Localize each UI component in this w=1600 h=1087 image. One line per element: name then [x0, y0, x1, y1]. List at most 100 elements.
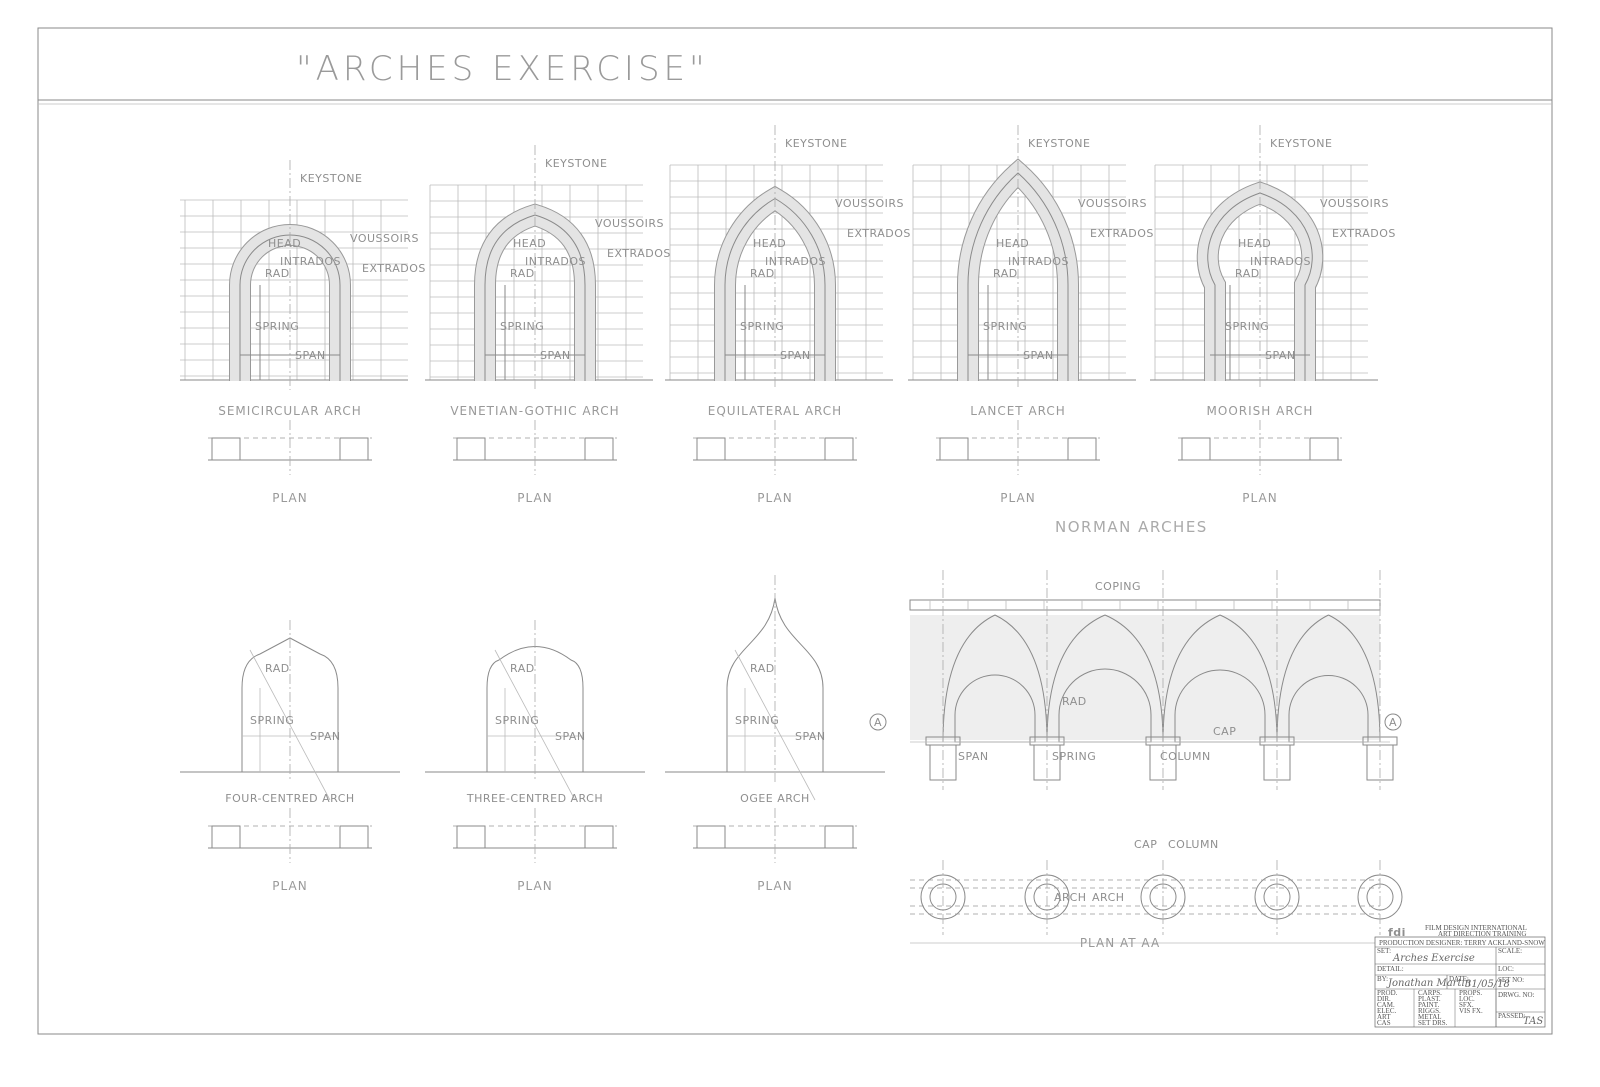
sheet-border — [37, 27, 1553, 1035]
span-label: SPAN — [1265, 349, 1296, 362]
company-subtitle: ART DIRECTION TRAINING — [1438, 930, 1526, 938]
plan-wall-left — [211, 825, 241, 849]
plan-label: PLAN — [1242, 491, 1277, 505]
span-label: SPAN — [795, 730, 826, 743]
spring-label: SPRING — [735, 714, 779, 727]
crew-col2-5: SET DRS. — [1418, 1019, 1448, 1027]
rad-label: RAD — [510, 662, 535, 675]
spring-label: SPRING — [740, 320, 784, 333]
rad-label: RAD — [1062, 695, 1087, 708]
plan-label: PLAN — [272, 879, 307, 893]
arch-lancet: KEYSTONEVOUSSOIRSEXTRADOSHEADINTRADOSRAD… — [908, 125, 1154, 505]
crew-col3-1: LOC. — [1459, 995, 1475, 1003]
spring-label: SPRING — [983, 320, 1027, 333]
extrados-label: EXTRADOS — [1090, 227, 1154, 240]
crew-col3-2: SFX. — [1459, 1001, 1474, 1009]
arch-name-label: FOUR-CENTRED ARCH — [225, 792, 354, 805]
by-value: Jonathan Martin — [1386, 978, 1471, 989]
crew-col1-3: ELEC. — [1377, 1007, 1396, 1015]
plan-wall-left — [696, 825, 726, 849]
passed-value: TAS — [1523, 1016, 1543, 1027]
section-a-label-right: A — [1389, 716, 1397, 729]
span-label: SPAN — [540, 349, 571, 362]
arch-name-label: EQUILATERAL ARCH — [708, 404, 842, 418]
column-label: COLUMN — [1160, 750, 1211, 763]
crew-col1-1: DIR. — [1377, 995, 1391, 1003]
drawing-title: "ARCHES EXERCISE" — [296, 49, 709, 89]
spring-label: SPRING — [250, 714, 294, 727]
date-label: DATE: — [1449, 975, 1469, 983]
span-label: SPAN — [310, 730, 341, 743]
rib — [1104, 614, 1164, 743]
arch-round: KEYSTONEVOUSSOIRSEXTRADOSHEADINTRADOSRAD… — [180, 160, 425, 505]
arch-name-label: SEMICIRCULAR ARCH — [218, 404, 362, 418]
construction-line — [734, 649, 816, 801]
drwg-no-label: DRWG. NO: — [1498, 991, 1535, 999]
stippled-spandrel — [910, 615, 1380, 740]
head-label: HEAD — [513, 237, 546, 250]
construction-line — [494, 649, 576, 801]
keystone-label: KEYSTONE — [300, 172, 362, 185]
span-label: SPAN — [555, 730, 586, 743]
plan-label: PLAN — [1000, 491, 1035, 505]
section-a-label-left: A — [874, 716, 882, 729]
plan-column-label: COLUMN — [1168, 838, 1219, 851]
rad-label: RAD — [750, 267, 775, 280]
keystone-label: KEYSTONE — [1028, 137, 1090, 150]
arch-opening — [954, 674, 1036, 743]
keystone-label: KEYSTONE — [1270, 137, 1332, 150]
crew-col1-4: ART — [1377, 1013, 1391, 1021]
plan-wall-right — [824, 437, 854, 461]
arch-venetian: KEYSTONEVOUSSOIRSEXTRADOSHEADINTRADOSRAD… — [425, 145, 670, 505]
voussoirs-label: VOUSSOIRS — [835, 197, 904, 210]
arch-name-label: VENETIAN-GOTHIC ARCH — [450, 404, 619, 418]
span-label: SPAN — [958, 750, 989, 763]
rad-label: RAD — [265, 267, 290, 280]
set-label: SET: — [1377, 947, 1391, 955]
set-no-label: SET NO: — [1498, 976, 1524, 984]
company-name: FILM DESIGN INTERNATIONAL — [1425, 924, 1527, 932]
rad-label: RAD — [1235, 267, 1260, 280]
rib — [1276, 614, 1329, 743]
extrados-label: EXTRADOS — [847, 227, 911, 240]
head-label: HEAD — [1238, 237, 1271, 250]
intrados-label: INTRADOS — [1250, 255, 1311, 268]
voussoirs-label: VOUSSOIRS — [595, 217, 664, 230]
plan-label: PLAN — [757, 879, 792, 893]
crew-col2-4: METAL — [1418, 1013, 1442, 1021]
section-marker-a-right — [1384, 713, 1402, 731]
rib — [1046, 614, 1106, 743]
rad-label: RAD — [265, 662, 290, 675]
plan-wall-right — [1067, 437, 1097, 461]
span-label: SPAN — [295, 349, 326, 362]
crew-col3-0: PROPS. — [1459, 989, 1482, 997]
crew-col1-0: PROD. — [1377, 989, 1398, 997]
voussoirs-label: VOUSSOIRS — [1078, 197, 1147, 210]
by-label: BY: — [1377, 975, 1388, 983]
plan-wall-right — [824, 825, 854, 849]
scale-label: SCALE: — [1498, 947, 1522, 955]
rad-label: RAD — [510, 267, 535, 280]
detail-label: DETAIL: — [1377, 965, 1404, 973]
head-label: HEAD — [996, 237, 1029, 250]
plan-cap-label: CAP — [1134, 838, 1157, 851]
rib — [994, 614, 1048, 743]
plan-wall-left — [456, 437, 486, 461]
coping — [909, 599, 1381, 611]
extrados-label: EXTRADOS — [1332, 227, 1396, 240]
passed-label: PASSED: — [1498, 1012, 1525, 1020]
spring-label: SPRING — [1052, 750, 1096, 763]
intrados-label: INTRADOS — [765, 255, 826, 268]
voussoirs-label: VOUSSOIRS — [1320, 197, 1389, 210]
loc-label: LOC: — [1498, 965, 1514, 973]
plan-wall-left — [696, 437, 726, 461]
arch-name-label: THREE-CENTRED ARCH — [466, 792, 603, 805]
plan-wall-right — [1309, 437, 1339, 461]
arch-name-label: OGEE ARCH — [740, 792, 810, 805]
set-value: Arches Exercise — [1392, 953, 1475, 964]
production-designer: PRODUCTION DESIGNER: TERRY ACKLAND-SNOW — [1379, 939, 1545, 947]
